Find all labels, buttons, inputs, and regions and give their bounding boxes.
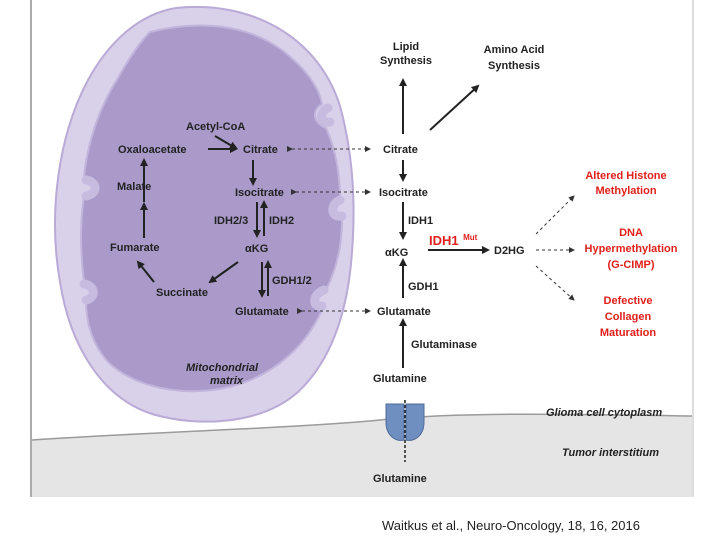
glutamine-transporter-icon <box>385 400 425 462</box>
label-amino-line2: Synthesis <box>488 60 540 72</box>
label-succinate: Succinate <box>156 287 208 299</box>
label-mito-glutamate: Glutamate <box>235 306 289 318</box>
citation-text: Waitkus et al., Neuro-Oncology, 18, 16, … <box>382 518 640 533</box>
label-cyto-glutamine: Glutamine <box>373 373 427 385</box>
label-collagen-line2: Collagen <box>605 311 652 323</box>
label-amino-line1: Amino Acid <box>484 44 545 56</box>
label-gdh1: GDH1 <box>408 281 439 293</box>
label-collagen-line3: Maturation <box>600 327 657 339</box>
label-matrix-line1: Mitochondrial <box>186 362 259 374</box>
label-malate: Malate <box>117 181 151 193</box>
label-idh1-mut: IDH1 Mut <box>429 232 478 249</box>
transport-arrows <box>287 146 575 314</box>
label-dna-line2: Hypermethylation <box>585 243 678 255</box>
label-histone-line1: Altered Histone <box>585 170 666 182</box>
label-collagen-line1: Defective <box>604 295 653 307</box>
label-fumarate: Fumarate <box>110 242 160 254</box>
label-lipid-line1: Lipid <box>393 41 419 53</box>
label-cytoplasm: Glioma cell cytoplasm <box>546 407 662 419</box>
label-gdh12: GDH1/2 <box>272 275 312 287</box>
label-idh2: IDH2 <box>269 215 294 227</box>
label-cyto-isocitrate: Isocitrate <box>379 187 428 199</box>
label-glutaminase: Glutaminase <box>411 339 477 351</box>
label-histone-line2: Methylation <box>595 185 656 197</box>
cyto-arrows <box>399 78 490 368</box>
label-oxaloacetate: Oxaloacetate <box>118 144 186 156</box>
label-mito-isocitrate: Isocitrate <box>235 187 284 199</box>
label-mito-citrate: Citrate <box>243 144 278 156</box>
mito-arrows <box>136 135 272 298</box>
label-cyto-glutamate: Glutamate <box>377 306 431 318</box>
tumor-interstitium-region <box>32 414 692 497</box>
label-acetyl-coa: Acetyl-CoA <box>186 121 245 133</box>
label-mito-akg: αKG <box>245 243 268 255</box>
mitochondrion-matrix <box>80 24 344 393</box>
label-dna-line3: (G-CIMP) <box>607 259 654 271</box>
label-idh23: IDH2/3 <box>214 215 248 227</box>
label-d2hg: D2HG <box>494 245 525 257</box>
label-interstitium: Tumor interstitium <box>562 447 659 459</box>
label-dna-line1: DNA <box>619 227 643 239</box>
label-outside-glutamine: Glutamine <box>373 473 427 485</box>
label-cyto-citrate: Citrate <box>383 144 418 156</box>
label-lipid-line2: Synthesis <box>380 55 432 67</box>
cell-membrane-line <box>31 413 693 441</box>
label-matrix-line2: matrix <box>210 375 244 387</box>
label-cyto-akg: αKG <box>385 247 408 259</box>
cristae-folds <box>79 103 347 311</box>
label-idh1: IDH1 <box>408 215 433 227</box>
